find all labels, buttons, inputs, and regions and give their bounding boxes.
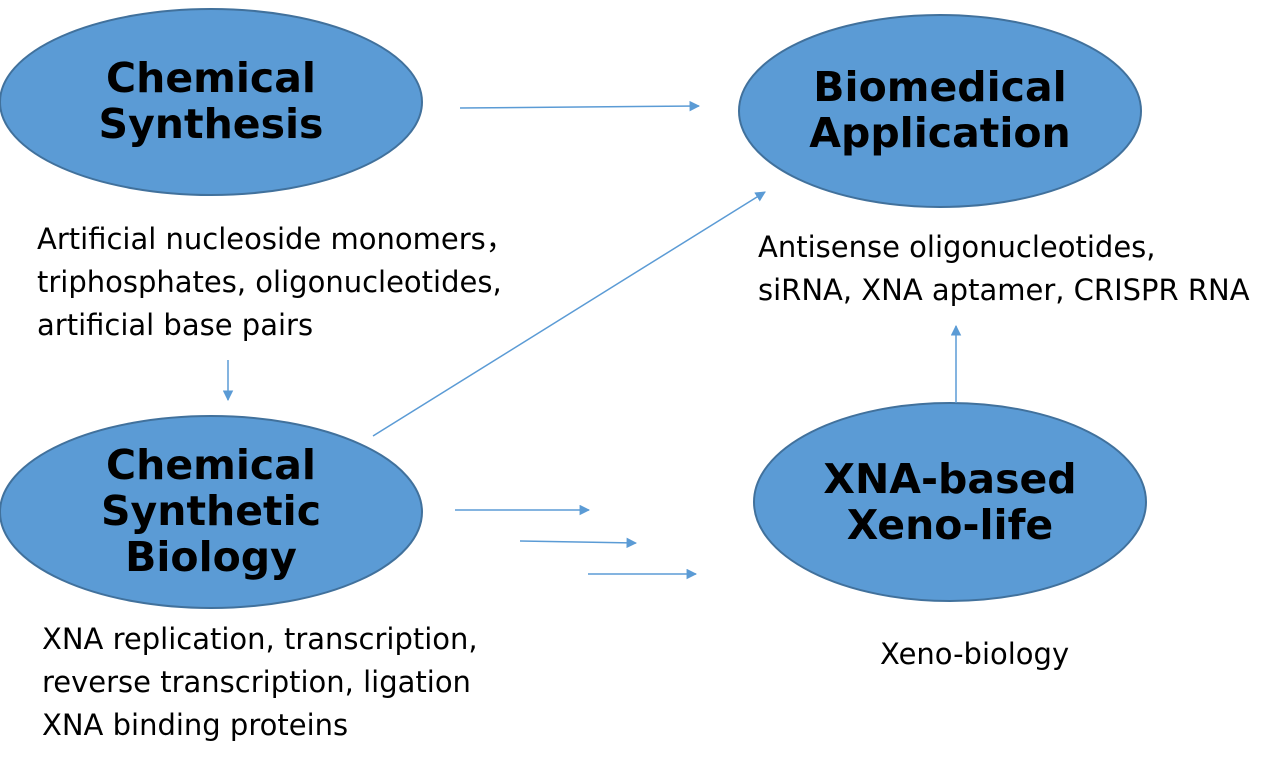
xna-xeno-life-label: XNA-based Xeno-life [754, 446, 1146, 560]
xna-xeno-life-line-1: XNA-based [823, 455, 1077, 504]
synthetic-biology-desc-line-3: XNA binding proteins [42, 708, 349, 742]
xeno-life-desc-line-1: Xeno-biology [880, 637, 1070, 671]
chemical-synthetic-biology-description: XNA replication, transcription, reverse … [42, 618, 478, 747]
biomedical-desc-line-1: Antisense oligonucleotides, [758, 230, 1156, 264]
biomedical-application-line-2: Application [809, 109, 1071, 157]
chemical-synthetic-biology-line-2: Synthetic [101, 487, 321, 536]
chemical-synthesis-line-2: Synthesis [98, 100, 324, 148]
chemical-synthesis-description: Artificial nucleoside monomers， triphosp… [37, 218, 515, 347]
chemical-synthesis-desc-line-2: triphosphates, oligonucleotides, [37, 265, 502, 299]
xna-xeno-life-node[interactable] [753, 402, 1147, 602]
xeno-life-description: Xeno-biology [880, 633, 1069, 676]
chemical-synthesis-line-1: Chemical [106, 54, 316, 103]
xna-xeno-life-line-2: Xeno-life [846, 501, 1054, 549]
chemical-synthetic-biology-line-3: Biology [125, 532, 297, 581]
chemical-synthetic-biology-label: Chemical Synthetic Biology [0, 424, 422, 600]
biomedical-application-node[interactable] [738, 14, 1142, 208]
chemical-synthesis-node[interactable] [0, 8, 423, 196]
biomedical-application-label: Biomedical Application [739, 54, 1141, 168]
chemical-synthesis-label: Chemical Synthesis [0, 45, 422, 159]
chemical-synthetic-biology-node[interactable] [0, 415, 423, 609]
biomedical-application-line-1: Biomedical [813, 63, 1067, 112]
chemical-synthetic-biology-line-1: Chemical [106, 441, 316, 490]
chemical-synthesis-desc-line-1: Artificial nucleoside monomers， [37, 222, 515, 256]
synthetic-biology-desc-line-1: XNA replication, transcription, [42, 622, 478, 656]
chemical-synthesis-desc-line-3: artificial base pairs [37, 308, 314, 342]
synthetic-biology-desc-line-2: reverse transcription, ligation [42, 665, 471, 699]
biomedical-desc-line-2: siRNA, XNA aptamer, CRISPR RNA [758, 273, 1250, 307]
arrow-synthetic-biology-to-xeno-life-2 [519, 537, 638, 549]
biomedical-application-description: Antisense oligonucleotides, siRNA, XNA a… [758, 226, 1250, 312]
arrow-synthesis-to-biomedical [459, 100, 701, 112]
arrow-synthetic-biology-to-biomedical [372, 191, 766, 437]
